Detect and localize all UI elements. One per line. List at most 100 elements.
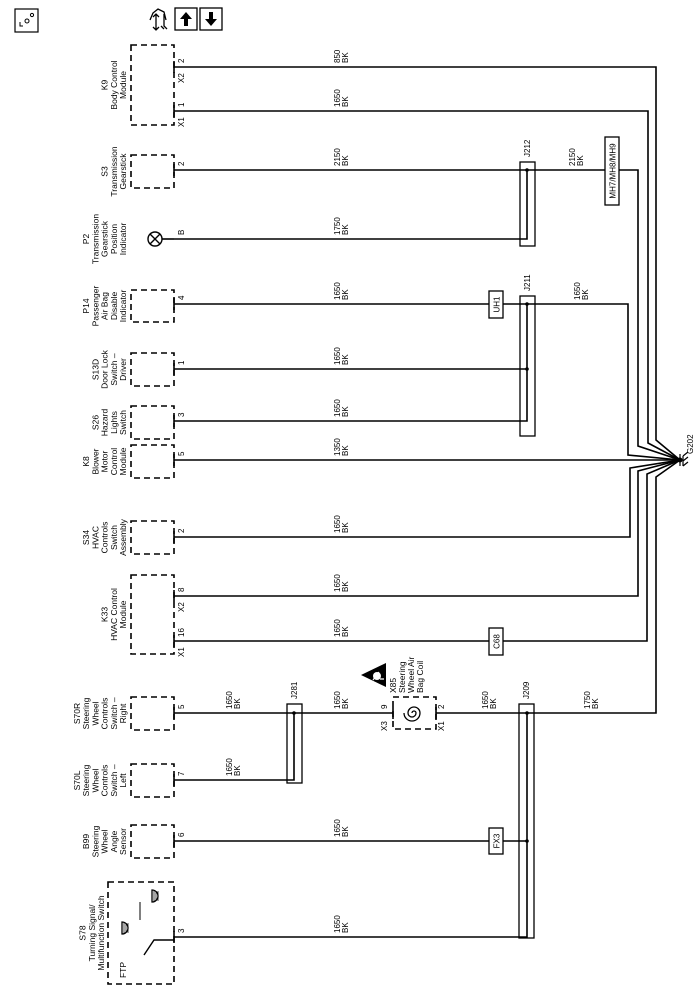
pin-number: 3 (177, 412, 186, 417)
component-name: Disable (109, 292, 119, 321)
inline-connector-label: UH1 (493, 296, 502, 313)
wire-color: BK (341, 581, 350, 592)
component-name: HVAC Control (109, 588, 119, 641)
inline-connector-mh7-mh8-mh9[interactable]: MH7/MH8/MH9 (604, 136, 620, 206)
component-name: HVAC (90, 526, 100, 549)
connector-id: X1 (177, 647, 186, 657)
inline-connector-fx3[interactable]: FX3 (488, 827, 504, 855)
component-box[interactable] (130, 824, 175, 859)
component-box[interactable] (130, 696, 175, 731)
wire-color: BK (341, 224, 350, 235)
splice-j212[interactable]: J212 (519, 139, 536, 247)
wire-gauge: 1750 (583, 691, 592, 709)
previous-page-button[interactable] (174, 7, 198, 31)
component-id: K8 (81, 456, 91, 467)
wire-gauge: 1650 (333, 819, 342, 837)
component-name: Module (118, 600, 128, 628)
wire-color: BK (341, 96, 350, 107)
wire-color: BK (576, 155, 585, 166)
component-name: Multifunction Switch (96, 895, 106, 970)
component-name: Sensor (118, 828, 128, 855)
wire-gauge: 1650 (225, 758, 234, 776)
loc-button[interactable] (14, 8, 39, 33)
component-box[interactable] (130, 352, 175, 387)
wire-gauge: 1650 (333, 619, 342, 637)
pin-number: 6 (177, 832, 186, 837)
component-box[interactable] (130, 405, 175, 440)
inline-connector-uh1[interactable]: UH1 (488, 290, 504, 319)
component-box[interactable] (130, 154, 175, 189)
wire-color: BK (233, 765, 242, 776)
component-name: Left (118, 773, 128, 788)
component-name: Hazard (100, 409, 110, 437)
component-box[interactable] (130, 520, 175, 555)
splice-label: J212 (523, 139, 532, 157)
coil-icon (403, 706, 421, 722)
component-box[interactable] (392, 696, 437, 730)
component-box[interactable] (130, 44, 175, 126)
pin-number: 4 (177, 295, 186, 300)
component-box[interactable] (130, 574, 175, 655)
component-box[interactable] (130, 289, 175, 323)
splice-dot (525, 711, 529, 715)
wire (174, 713, 295, 781)
component-box[interactable] (130, 763, 175, 798)
component-box[interactable] (130, 444, 175, 479)
component-name: Switch – (109, 697, 119, 729)
splice-j209[interactable]: J209 (518, 681, 535, 939)
component-name: Angle (109, 830, 119, 852)
next-page-button[interactable] (199, 7, 223, 31)
wire-color: BK (341, 445, 350, 456)
splice-j211[interactable]: J211 (519, 274, 536, 437)
component-name: Position (109, 224, 119, 255)
component-box[interactable] (107, 881, 175, 985)
component-name: Wheel (100, 829, 110, 853)
connector-id: X2 (177, 73, 186, 83)
component-name: Wheel (90, 701, 100, 725)
splice-j281[interactable]: J281 (286, 681, 303, 784)
pin-number: 9 (380, 704, 389, 709)
component-tools-icon[interactable] (149, 8, 168, 31)
splice-dot (525, 168, 529, 172)
ground-g202[interactable]: G202 (677, 434, 696, 467)
component-name: Right (118, 703, 128, 723)
wire-gauge: 1650 (333, 399, 342, 417)
wire (174, 303, 681, 461)
loc-icon (19, 22, 23, 27)
toolbar (14, 7, 223, 33)
component-name: Wheel Air (406, 656, 416, 693)
wire (174, 459, 681, 714)
splice-label: J281 (290, 681, 299, 699)
component-name: Indicator (118, 223, 128, 256)
wire-gauge: 1650 (481, 691, 490, 709)
component-name: Switch – (109, 353, 119, 385)
inline-connector-c68[interactable]: C68 (488, 627, 504, 656)
pin-number: 8 (177, 587, 186, 592)
component-name: Switch – (109, 764, 119, 796)
switch-label: FTP (118, 962, 128, 978)
arrow-up-icon (180, 12, 192, 26)
wire (174, 459, 681, 538)
wire-color: BK (581, 289, 590, 300)
pin-number: 5 (177, 704, 186, 709)
